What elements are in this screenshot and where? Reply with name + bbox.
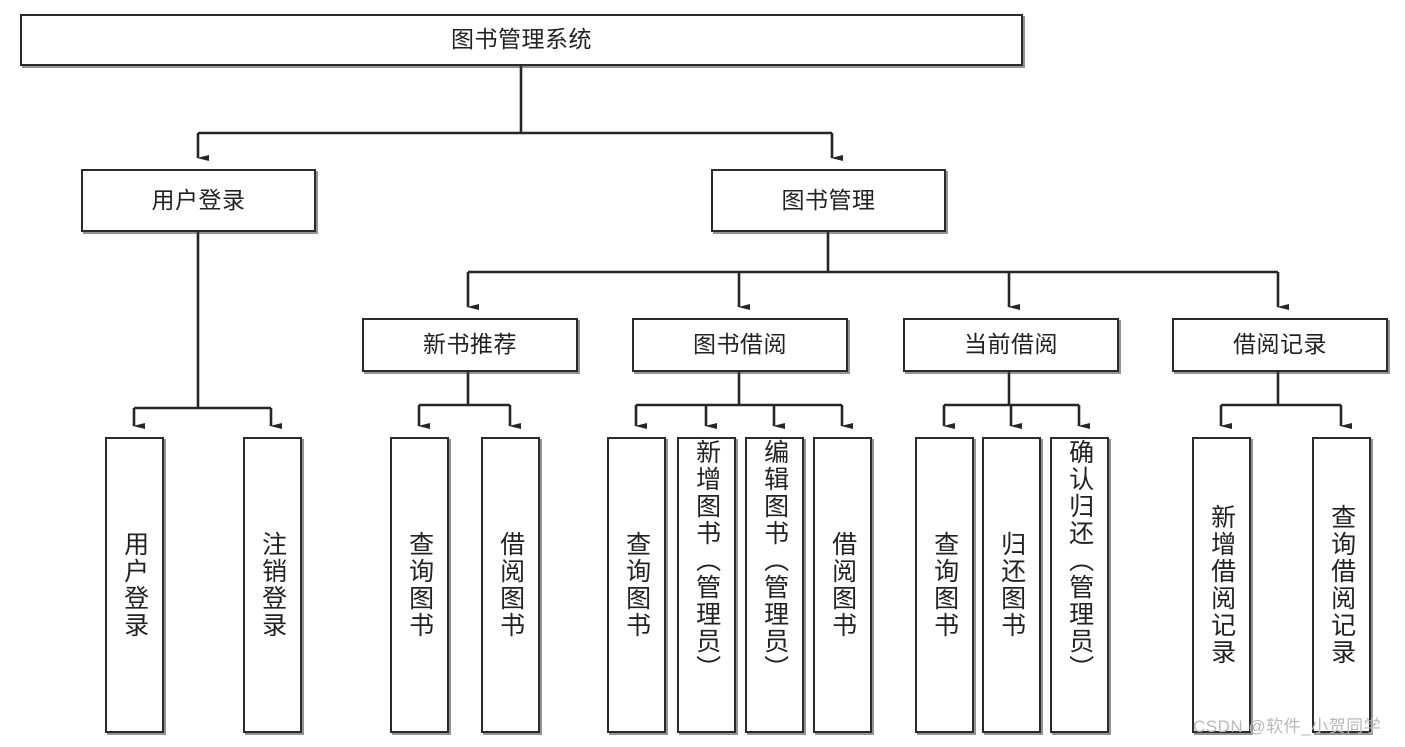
node-book-borrow[interactable]: 图书借阅: [632, 318, 848, 372]
leaf-query-book-1[interactable]: 查询图书: [390, 437, 449, 733]
leaf-user-login-label: 用户登录: [120, 531, 149, 639]
leaf-edit-book[interactable]: 编辑图书（管理员）: [745, 437, 804, 733]
leaf-confirm-return[interactable]: 确认归还（管理员）: [1050, 437, 1109, 733]
leaf-query-record[interactable]: 查询借阅记录: [1312, 437, 1371, 733]
node-book-manage[interactable]: 图书管理: [711, 169, 946, 232]
leaf-borrow-book-2[interactable]: 借阅图书: [813, 437, 872, 733]
leaf-return-book-label: 归还图书: [997, 531, 1026, 639]
leaf-query-book-3-label: 查询图书: [930, 531, 959, 639]
node-user-login[interactable]: 用户登录: [81, 169, 316, 232]
leaf-borrow-book-1[interactable]: 借阅图书: [481, 437, 540, 733]
leaf-add-record[interactable]: 新增借阅记录: [1192, 437, 1251, 733]
leaf-add-book[interactable]: 新增图书（管理员）: [677, 437, 736, 733]
leaf-query-book-2-label: 查询图书: [622, 531, 651, 639]
node-new-book-rec-label: 新书推荐: [423, 331, 517, 358]
node-new-book-rec[interactable]: 新书推荐: [362, 318, 578, 372]
watermark: CSDN @软件_小贺同学: [1193, 717, 1382, 736]
node-book-manage-label: 图书管理: [781, 186, 876, 213]
leaf-confirm-return-label: 确认归还（管理员）: [1065, 439, 1094, 682]
leaf-borrow-book-2-label: 借阅图书: [828, 531, 857, 639]
node-current-borrow-label: 当前借阅: [964, 331, 1058, 358]
leaf-query-book-2[interactable]: 查询图书: [607, 437, 666, 733]
node-root[interactable]: 图书管理系统: [20, 14, 1023, 66]
leaf-edit-book-label: 编辑图书（管理员）: [760, 439, 789, 682]
node-borrow-record[interactable]: 借阅记录: [1172, 318, 1388, 372]
node-borrow-record-label: 借阅记录: [1233, 331, 1327, 358]
leaf-query-book-3[interactable]: 查询图书: [915, 437, 974, 733]
node-book-borrow-label: 图书借阅: [693, 331, 787, 358]
leaf-borrow-book-1-label: 借阅图书: [496, 531, 525, 639]
leaf-query-book-1-label: 查询图书: [405, 531, 434, 639]
leaf-logout[interactable]: 注销登录: [243, 437, 302, 733]
leaf-add-book-label: 新增图书（管理员）: [692, 439, 721, 682]
node-current-borrow[interactable]: 当前借阅: [903, 318, 1119, 372]
leaf-query-record-label: 查询借阅记录: [1327, 504, 1356, 666]
leaf-add-record-label: 新增借阅记录: [1207, 504, 1236, 666]
node-root-label: 图书管理系统: [451, 26, 592, 53]
leaf-return-book[interactable]: 归还图书: [982, 437, 1041, 733]
leaf-user-login[interactable]: 用户登录: [105, 437, 164, 733]
node-user-login-label: 用户登录: [151, 186, 246, 213]
leaf-logout-label: 注销登录: [258, 531, 287, 639]
